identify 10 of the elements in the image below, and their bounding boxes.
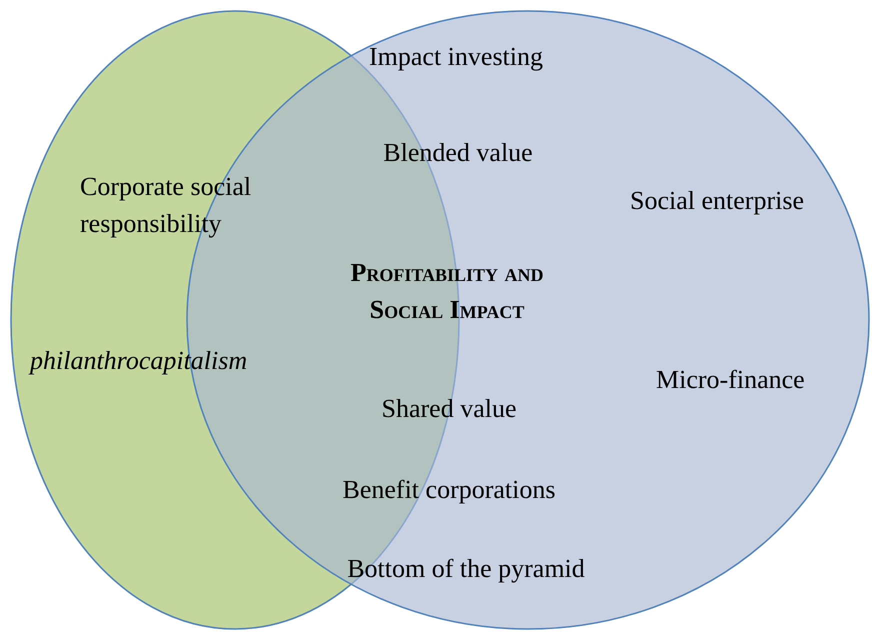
center-heading: Profitability and Social Impact [349, 257, 545, 326]
overlap-label: Bottom of the pyramid [347, 553, 585, 585]
region-label: philanthrocapitalism [30, 345, 248, 377]
overlap-label: Impact investing [369, 41, 543, 73]
overlap-label: Benefit corporations [342, 474, 556, 506]
overlap-label: Shared value [382, 393, 516, 425]
region-label: Micro-finance [656, 364, 805, 396]
region-label: Social enterprise [630, 185, 804, 217]
region-label: Corporate social responsibility [80, 171, 252, 240]
overlap-label: Blended value [383, 137, 533, 169]
